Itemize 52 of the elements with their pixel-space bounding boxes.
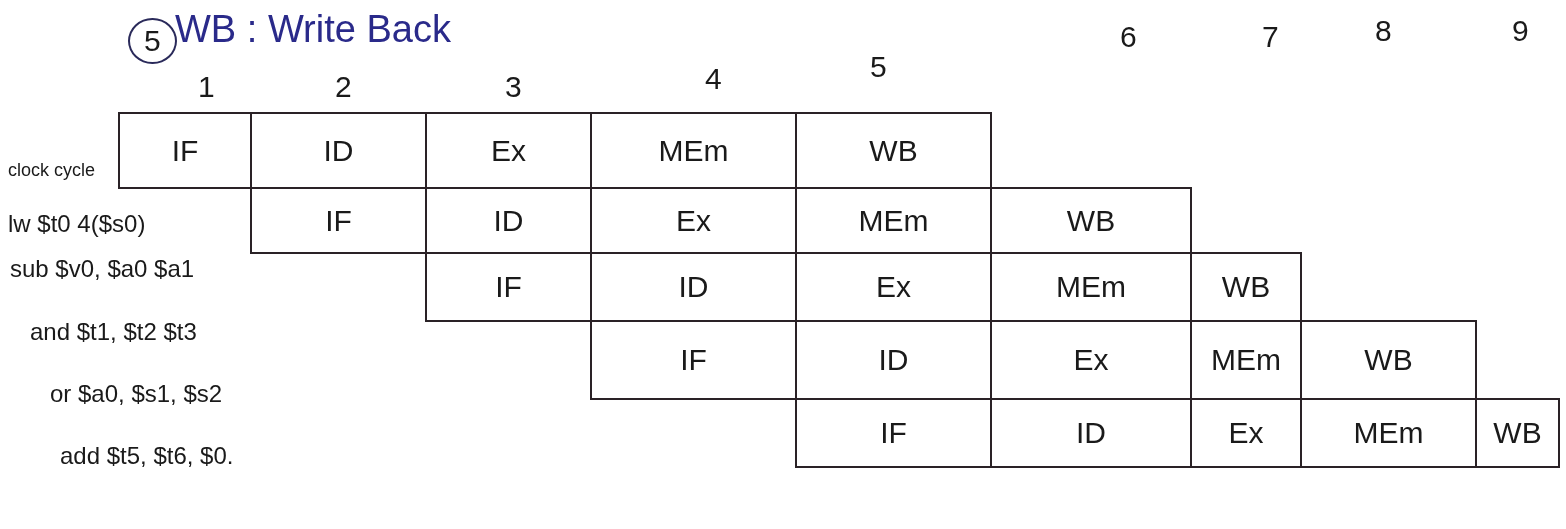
pipeline-stage-cell <box>795 112 992 189</box>
stage-label: IF <box>495 270 522 304</box>
cycle-number: 1 <box>198 70 215 104</box>
pipeline-stage-cell <box>990 187 1192 254</box>
stage-label: ID <box>323 133 354 168</box>
stage-label: MEm <box>858 203 929 238</box>
stage-label: Ex <box>876 270 911 304</box>
instruction-text: add $t5, $t6, $0. <box>60 442 234 470</box>
pipeline-stage-cell <box>1190 252 1302 322</box>
stage-label: Ex <box>1073 343 1109 377</box>
title: WB : Write Back <box>175 8 451 51</box>
pipeline-stage-cell <box>1475 398 1560 468</box>
stage-label: IF <box>880 416 907 450</box>
stage-label: MEm <box>658 133 729 168</box>
stage-label: IF <box>171 133 199 168</box>
stage-label: WB <box>1221 270 1271 304</box>
stage-label: ID <box>878 343 909 377</box>
pipeline-stage-cell <box>1300 320 1477 400</box>
step-number: 5 <box>128 18 177 64</box>
cycle-number: 9 <box>1512 14 1529 48</box>
instruction-text: or $a0, $s1, $s2 <box>50 380 223 408</box>
stage-label: Ex <box>491 133 526 168</box>
pipeline-stage-cell <box>795 398 992 468</box>
stage-label: MEm <box>1056 270 1126 304</box>
stage-label: WB <box>1066 203 1116 238</box>
stage-label: ID <box>493 203 524 238</box>
instruction-text: and $t1, $t2 $t3 <box>30 318 197 346</box>
stage-label: WB <box>1493 416 1542 450</box>
cycle-number: 6 <box>1120 20 1137 54</box>
pipeline-stage-cell <box>425 252 592 322</box>
stage-label: IF <box>680 343 707 377</box>
stage-label: MEm <box>1353 416 1424 450</box>
stage-label: Ex <box>1228 416 1264 450</box>
stage-label: ID <box>1076 416 1106 450</box>
cycle-number: 5 <box>870 50 887 84</box>
instruction-text: sub $v0, $a0 $a1 <box>10 255 195 283</box>
pipeline-stage-cell <box>250 187 427 254</box>
cycle-number: 8 <box>1375 14 1392 48</box>
stage-label: ID <box>678 270 709 304</box>
cycle-number: 2 <box>335 70 352 104</box>
pipeline-stage-cell <box>590 320 797 400</box>
instruction-text: lw $t0 4($s0) <box>8 210 146 238</box>
cycle-number: 7 <box>1262 20 1279 54</box>
cycle-number: 4 <box>705 62 722 96</box>
stage-label: IF <box>325 203 352 238</box>
axis-caption: clock cycle <box>8 160 96 181</box>
stage-label: WB <box>1364 343 1413 377</box>
stage-label: WB <box>869 133 918 168</box>
stage-label: MEm <box>1211 343 1281 377</box>
pipeline-stage-cell <box>118 112 252 189</box>
cycle-number: 3 <box>505 70 522 104</box>
stage-label: Ex <box>676 203 711 238</box>
